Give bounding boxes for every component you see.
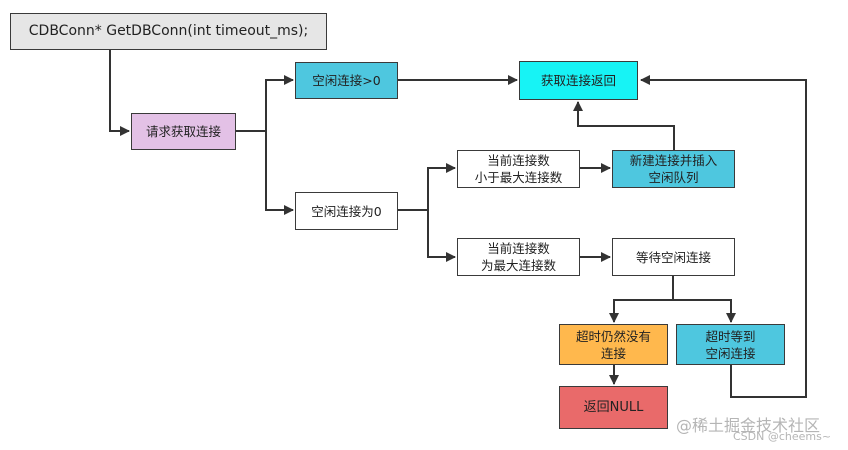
return-connection-node: 获取连接返回 [519, 61, 638, 100]
connector-timeout-got-return [640, 75, 807, 398]
connector-to-idle-gt0 [265, 75, 294, 131]
idle-gt-zero-node: 空闲连接>0 [295, 62, 398, 99]
return-null-node: 返回NULL [559, 386, 668, 429]
new-connection-node: 新建连接并插入 空闲队列 [612, 150, 735, 188]
connector-to-equal-max [427, 210, 456, 262]
connector-to-timeout-none [609, 299, 673, 323]
csdn-watermark: CSDN @cheems~ [733, 430, 832, 443]
timeout-no-connection-node: 超时仍然没有 连接 [559, 324, 668, 365]
timeout-got-connection-node: 超时等到 空闲连接 [676, 324, 785, 365]
wait-idle-node: 等待空闲连接 [612, 238, 735, 276]
connector-new-return [573, 101, 675, 150]
request-connection-node: 请求获取连接 [131, 113, 236, 150]
equal-max-node: 当前连接数 为最大连接数 [457, 238, 580, 276]
function-signature-node: CDBConn* GetDBConn(int timeout_ms); [10, 13, 327, 50]
connector-to-timeout-got [673, 299, 736, 323]
juejin-watermark: @稀土掘金技术社区 [676, 416, 821, 435]
idle-eq-zero-node: 空闲连接为0 [295, 192, 398, 230]
less-than-max-node: 当前连接数 小于最大连接数 [457, 150, 580, 188]
connector-to-idle-eq0 [265, 131, 294, 215]
connector-signature-request [109, 50, 130, 136]
connector-to-less-than-max [427, 163, 456, 210]
